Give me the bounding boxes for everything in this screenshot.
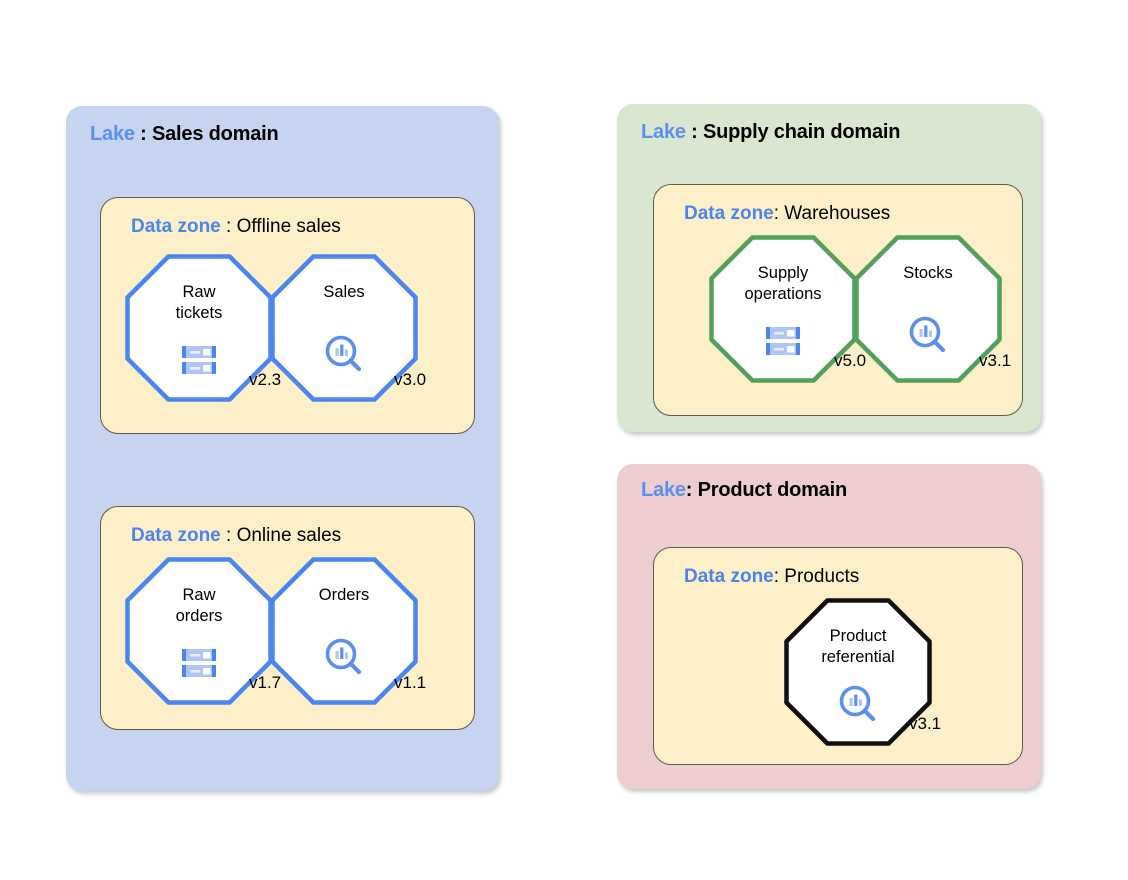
zone-keyword: Data zone — [684, 566, 774, 587]
lake-sales-domain[interactable]: Lake : Sales domain Data zone : Offline … — [66, 106, 499, 791]
octagon-shape-icon — [854, 235, 1002, 383]
data-zone-warehouses[interactable]: Data zone: Warehouses Supply operations — [653, 184, 1023, 416]
data-zone-online-sales[interactable]: Data zone : Online sales Raw orders — [100, 506, 475, 730]
data-product-version: v3.1 — [909, 714, 942, 733]
lake-supply-chain-domain[interactable]: Lake : Supply chain domain Data zone: Wa… — [617, 104, 1041, 432]
data-zone-offline-title: Data zone : Offline sales — [131, 216, 341, 238]
zone-name: : Warehouses — [773, 203, 891, 224]
lake-keyword: Lake — [90, 123, 135, 145]
zone-name: : Offline sales — [220, 216, 341, 237]
zone-name: : Online sales — [220, 525, 342, 546]
data-product-orders[interactable]: Orders — [270, 557, 418, 705]
data-product-version: v3.0 — [394, 370, 427, 389]
lake-sales-title: Lake : Sales domain — [90, 123, 279, 146]
lake-name: : Supply chain domain — [685, 121, 901, 143]
data-zone-offline-sales[interactable]: Data zone : Offline sales Raw tickets — [100, 197, 475, 434]
lake-keyword: Lake — [641, 121, 686, 143]
lake-product-title: Lake: Product domain — [641, 479, 847, 502]
zone-keyword: Data zone — [131, 525, 221, 546]
data-search-icon — [325, 638, 362, 675]
octagon-shape-icon — [709, 235, 857, 383]
data-zone-products[interactable]: Data zone: Products Product referential — [653, 547, 1023, 765]
lake-supply-title: Lake : Supply chain domain — [641, 121, 901, 144]
lake-name: : Product domain — [685, 479, 848, 501]
zone-name: : Products — [773, 566, 860, 587]
data-search-icon — [839, 685, 876, 722]
data-zone-products-title: Data zone: Products — [684, 566, 859, 588]
data-product-version: v5.0 — [834, 351, 867, 370]
data-product-version: v1.1 — [394, 673, 427, 692]
data-product-version: v3.1 — [979, 351, 1012, 370]
octagon-shape-icon — [270, 254, 418, 402]
octagon-shape-icon — [125, 557, 273, 705]
lake-name: : Sales domain — [134, 123, 279, 145]
database-icon — [182, 346, 216, 374]
data-search-icon — [909, 316, 946, 353]
data-zone-online-title: Data zone : Online sales — [131, 525, 341, 547]
data-product-version: v1.7 — [249, 673, 282, 692]
zone-keyword: Data zone — [684, 203, 774, 224]
database-icon — [182, 649, 216, 677]
database-icon — [766, 327, 800, 355]
octagon-shape-icon — [270, 557, 418, 705]
octagon-shape-icon — [125, 254, 273, 402]
lake-keyword: Lake — [641, 479, 686, 501]
octagon-shape-icon — [784, 598, 932, 746]
data-product-version: v2.3 — [249, 370, 282, 389]
zone-keyword: Data zone — [131, 216, 221, 237]
data-zone-warehouses-title: Data zone: Warehouses — [684, 203, 890, 225]
lake-product-domain[interactable]: Lake: Product domain Data zone: Products… — [617, 464, 1041, 789]
data-search-icon — [325, 335, 362, 372]
